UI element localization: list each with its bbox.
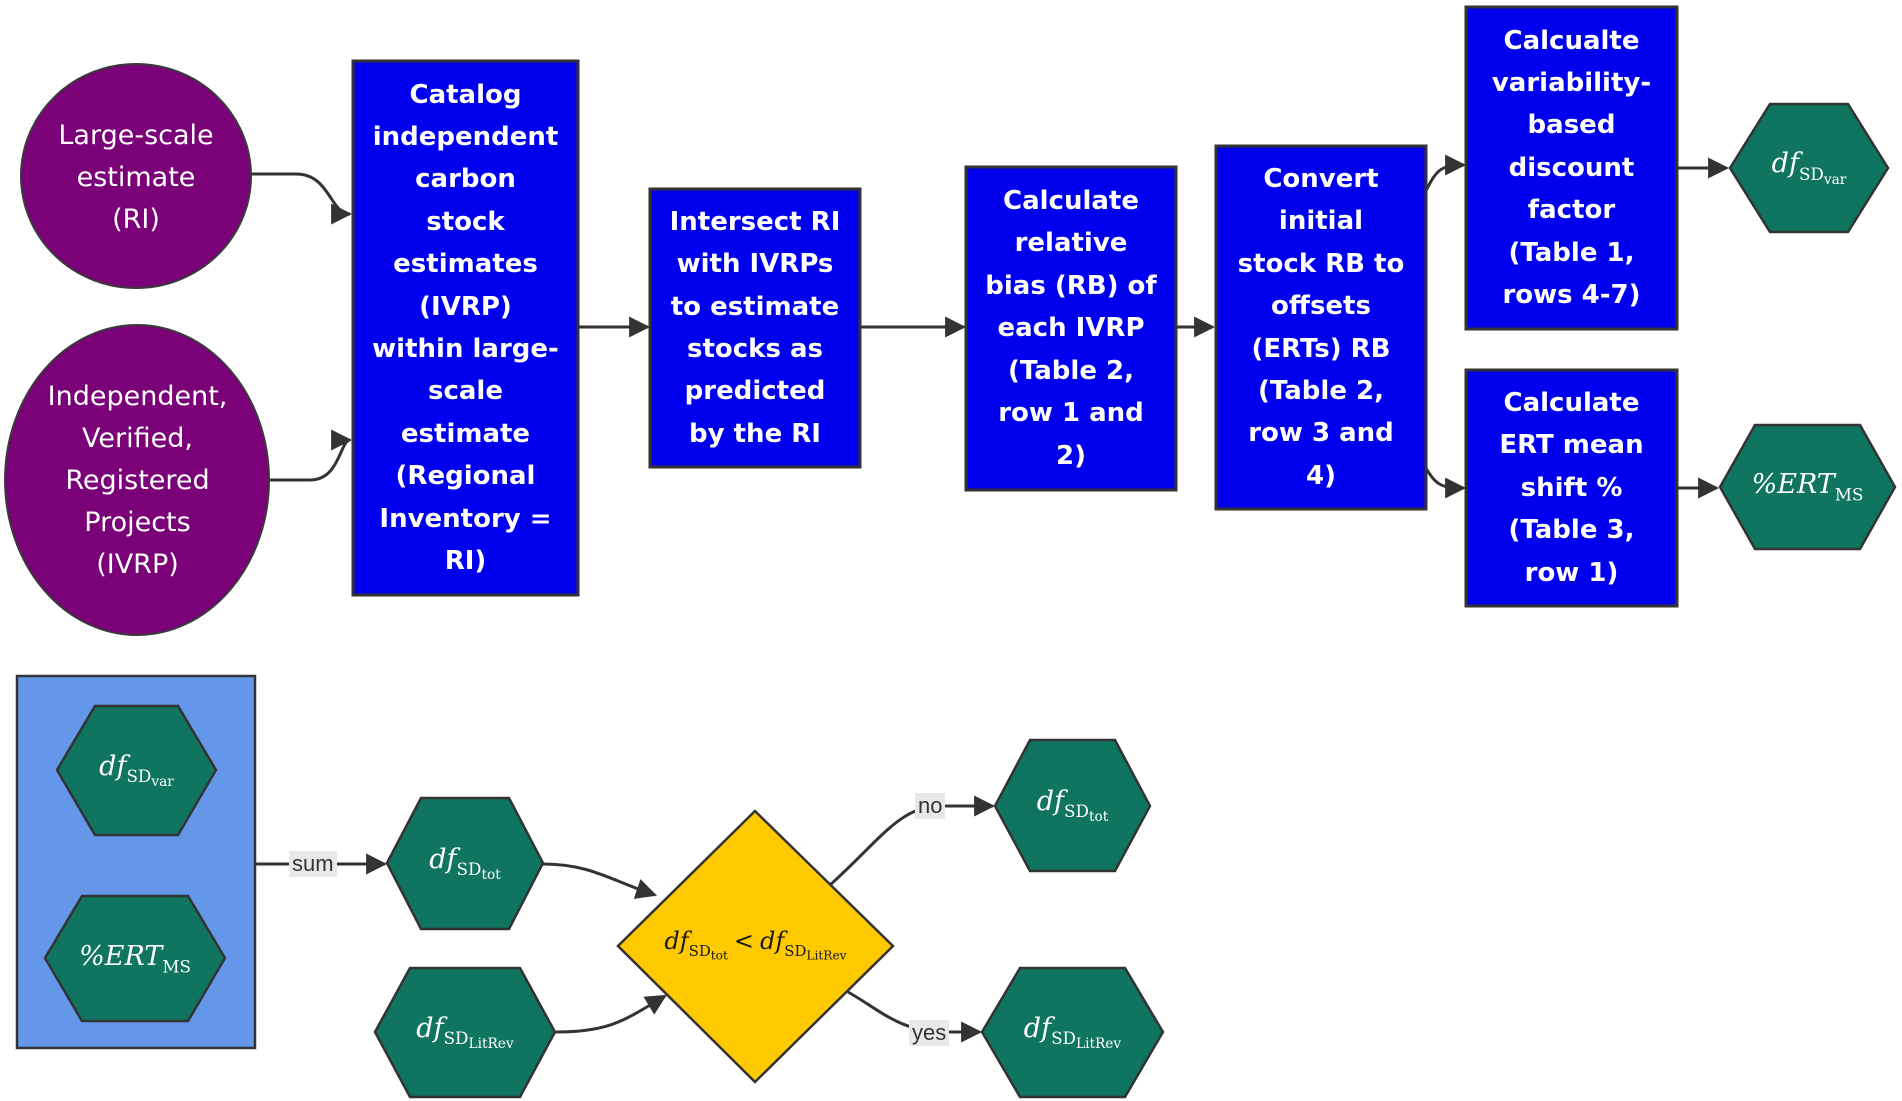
variability-step-box (1464, 5, 1679, 331)
intersect-step-label: Intersect RI with IVRPs to estimate stoc… (669, 206, 841, 449)
df-litrev-result-hex (980, 966, 1165, 1099)
ivrp-label: Independent, Verified, Registered Projec… (47, 381, 228, 580)
edge-convert-to-mean-shift (1422, 464, 1467, 499)
ert-ms-output-hex (1718, 423, 1897, 551)
ivrp-node (4, 324, 270, 636)
df-litrev-result-label: dfSDLitRev (1023, 1012, 1122, 1053)
df-tot-result-hex (993, 738, 1152, 873)
df-var-output-label: dfSDvar (1771, 148, 1847, 188)
df-tot-result-label: dfSDtot (1036, 785, 1109, 826)
edge-df-litrev-to-decision (555, 994, 667, 1034)
convert-step-label: Convert initial stock RB to offsets (ERT… (1237, 163, 1405, 491)
catalog-step-label: Catalog independent carbon stock estimat… (372, 79, 559, 577)
df-var-output-hex (1728, 102, 1890, 234)
edge-ivrp-to-catalog (270, 429, 353, 482)
group-ert-ms-hex (43, 894, 227, 1023)
edge-convert-to-variability (1422, 154, 1467, 196)
edge-label-yes: yes (909, 1020, 950, 1046)
df-tot-hex (385, 796, 545, 931)
group-df-var-hex (55, 704, 218, 837)
convert-step-box (1214, 144, 1428, 511)
df-litrev-input-hex (373, 966, 557, 1099)
catalog-step-box (351, 59, 580, 597)
mean-shift-step-label: Calculate ERT mean shift % (Table 3, row… (1499, 387, 1644, 588)
large-scale-estimate-node (20, 63, 252, 289)
decision-diamond (616, 809, 895, 1084)
edge-label-sum: sum (289, 851, 337, 877)
ert-ms-output-label: %ERTMS (1751, 469, 1864, 505)
group-df-var-label: dfSDvar (99, 750, 174, 791)
edge-df-tot-to-decision (542, 862, 657, 899)
edge-label-no: no (915, 793, 946, 819)
group-ert-ms-label: %ERTMS (79, 940, 191, 977)
df-tot-label: dfSDtot (429, 843, 501, 884)
large-scale-estimate-label: Large-scale estimate (RI) (58, 119, 214, 235)
mean-shift-step-box (1464, 368, 1679, 608)
variability-step-label: Calcualte variability- based discount fa… (1491, 25, 1652, 311)
intersect-step-box (648, 187, 862, 469)
relative-bias-step-label: Calculate relative bias (RB) of each IVR… (985, 186, 1157, 471)
relative-bias-step-box (964, 165, 1178, 492)
df-litrev-input-label: dfSDLitRev (416, 1012, 514, 1053)
decision-label: dfSDtot<dfSDLitRev (664, 927, 847, 963)
edge-decision-no (828, 795, 996, 887)
edge-large-scale-to-catalog (250, 172, 353, 225)
